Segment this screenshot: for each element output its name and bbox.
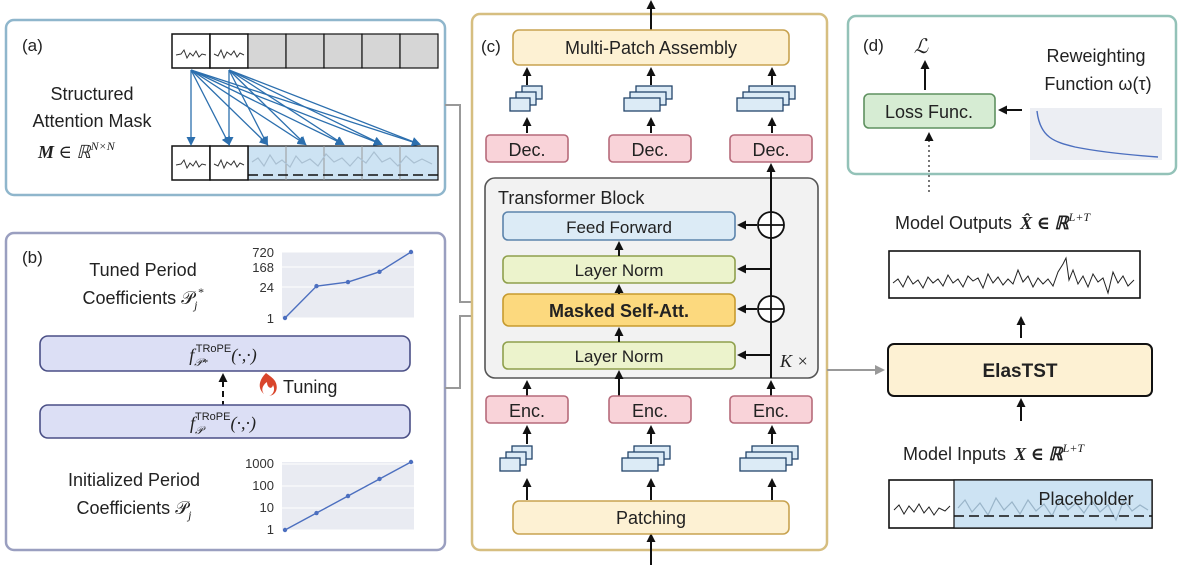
decoder-3 [729,134,813,163]
chart1-ytick: 1 [267,522,274,537]
model-inputs-series [888,479,1153,529]
loss-function [863,93,996,129]
elastst-model [887,343,1153,397]
encoder-2-label: Enc. [632,401,668,421]
chart1-point [345,493,351,499]
reweighting-plot [1030,108,1162,160]
panel-a: (a) Structured Attention Mask M ∈ ℝN×N [4,18,447,197]
tuned-rope-formula: f𝒫*TRoPE(·,·) [189,343,256,369]
encoder-1-label: Enc. [509,401,545,421]
tuned-title-line1: Tuned Period [89,260,196,280]
reweighting-title-line2: Function ω(τ) [1044,74,1151,94]
chart0-ytick: 168 [252,260,274,275]
panel-c-tag: (c) [481,37,501,56]
residual-add-icon [757,211,785,323]
loss-function-label: Loss Func. [885,102,973,122]
chart0-ytick: 720 [252,245,274,260]
panel-b-tag: (b) [22,248,43,267]
k-times-label: K × [779,351,809,371]
output-patch-stacks [509,85,796,112]
decoder-2 [608,134,692,163]
tuned-rope-box [39,335,411,372]
encoder-3 [729,395,813,424]
init-title-line2: Coefficients 𝒫j [76,498,192,522]
tuning-label: Tuning [283,377,337,397]
panel-a-tag: (a) [22,36,43,55]
encoder-2 [608,395,692,424]
init-rope-box [39,404,411,439]
attention-mask-title-line2: Attention Mask [32,111,152,131]
init-period-chart: 1000 100 10 1 [245,456,414,537]
chart0-ytick: 1 [267,311,274,326]
chart1-point [314,510,319,516]
decoder-3-label: Dec. [752,140,789,160]
bottom-patch-sequence [171,145,439,181]
top-patch-sequence [171,33,439,69]
placeholder-label: Placeholder [1038,489,1133,509]
tuned-period-chart: 720 168 24 1 [252,245,414,326]
feed-forward [502,211,736,241]
encoder-3-label: Enc. [753,401,789,421]
multi-patch-assembly [512,29,790,66]
panel-c: (c) Multi-Patch Assembly Dec. Dec. Dec. [470,0,829,565]
decoder-1-label: Dec. [508,140,545,160]
attention-arrows [186,69,421,147]
patching [512,500,790,535]
chart1-ytick: 10 [260,500,274,515]
assembly-arrows [522,67,777,133]
attention-mask-title-line1: Structured [50,84,133,104]
transformer-block-label: Transformer Block [498,188,645,208]
chart0-point [377,269,382,275]
chart0-point [345,279,351,285]
loss-symbol: ℒ [914,36,929,58]
panel-d-tag: (d) [863,36,884,55]
elastst-label: ElasTST [983,361,1058,382]
feed-forward-label: Feed Forward [566,218,672,237]
chart1-ytick: 100 [252,478,274,493]
init-title-line1: Initialized Period [68,470,200,490]
tuned-title-line2: Coefficients 𝒫j* [82,285,203,312]
layer-norm-top-label: Layer Norm [575,261,664,280]
chart1-point [408,459,414,465]
encoder-1 [485,395,569,424]
reweighting-title-line1: Reweighting [1046,46,1145,66]
chart1-point [377,476,382,482]
chart1-ytick: 1000 [245,456,274,471]
chart0-point [282,315,288,321]
decoder-1 [485,134,569,163]
chart0-point [314,283,319,289]
layer-norm-bottom-label: Layer Norm [575,347,664,366]
transformer-arrows [522,163,776,396]
decoder-2-label: Dec. [631,140,668,160]
init-rope-formula: f𝒫TRoPE(·,·) [190,411,256,437]
masked-self-attention-label: Masked Self-Att. [549,301,689,321]
chart0-ytick: 24 [260,280,274,295]
fire-icon [259,373,277,396]
input-patch-stacks [499,445,799,472]
encoder-arrows [522,425,777,500]
panel-d: (d) ℒ Loss Func. Reweighting Function ω(… [846,14,1178,192]
multi-patch-assembly-label: Multi-Patch Assembly [565,38,737,58]
chart0-point [408,249,414,255]
model-outputs-series [888,250,1141,299]
chart1-point [282,527,288,533]
patching-label: Patching [616,508,686,528]
attention-mask-formula: M ∈ ℝN×N [37,139,116,162]
panel-b: (b) Tuned Period Coefficients 𝒫j* 720 16… [4,231,447,552]
